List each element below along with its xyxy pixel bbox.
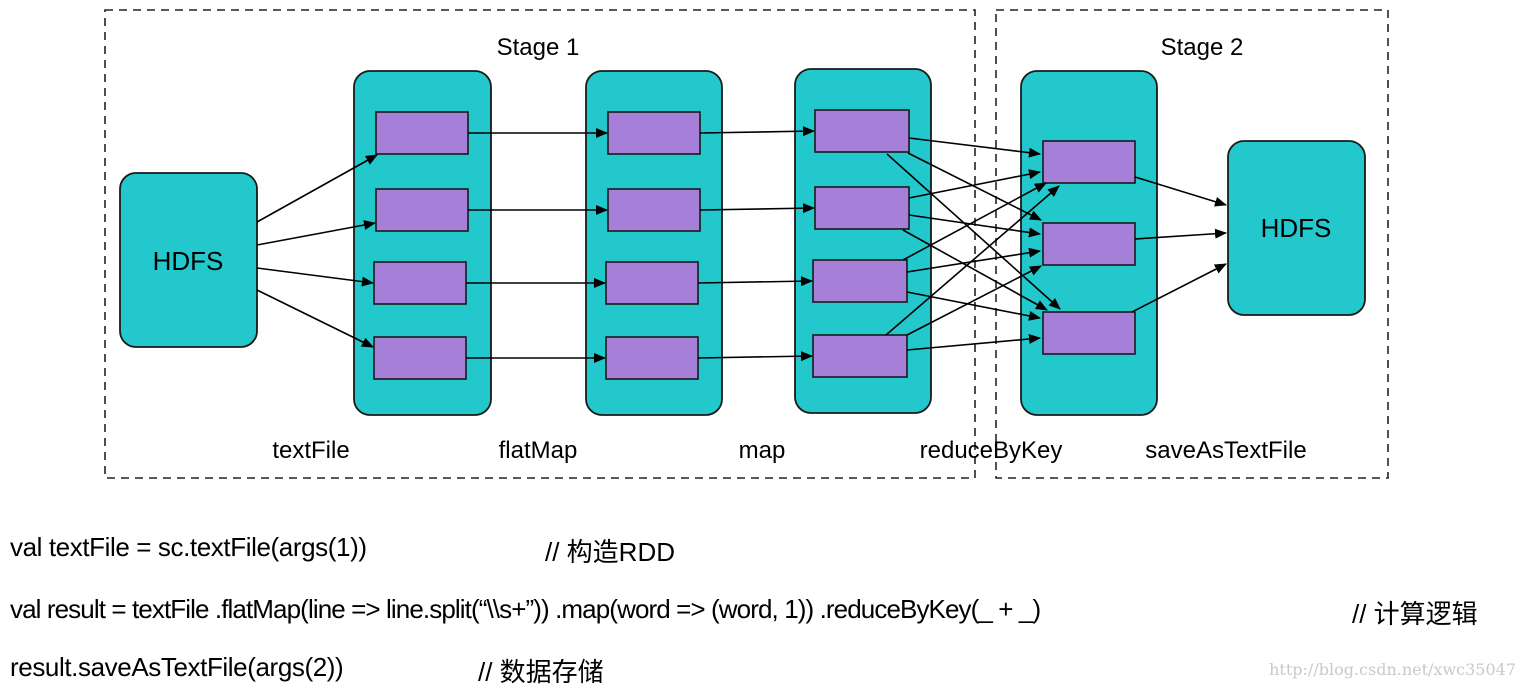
edge-shuffle-m3-r1 bbox=[902, 182, 1047, 261]
op-label-reducebykey: reduceByKey bbox=[920, 437, 1063, 464]
edge-shuffle-m4-r1 bbox=[885, 185, 1060, 336]
edge-shuffle-m2-r2 bbox=[908, 214, 1041, 238]
op-label-flatmap: flatMap bbox=[499, 437, 578, 464]
edge-shuffle-m1-r3 bbox=[886, 153, 1061, 310]
op-label-textfile: textFile bbox=[272, 437, 349, 464]
sink-hdfs-label: HDFS bbox=[1261, 213, 1332, 243]
edge-flatmap-map-1 bbox=[699, 126, 815, 137]
code-line-3: result.saveAsTextFile(args(2)) bbox=[10, 652, 344, 682]
code-comment-1: // 构造RDD bbox=[545, 537, 676, 567]
edge-flatmap-map-4 bbox=[697, 351, 813, 362]
edge-shuffle-m3-r2 bbox=[906, 247, 1041, 273]
edge-hdfs-textfile-4 bbox=[256, 289, 374, 348]
partition-flatmap-4 bbox=[605, 336, 699, 380]
edge-reduce-hdfs-1 bbox=[1134, 176, 1227, 207]
edge-hdfs-textfile-2 bbox=[256, 220, 376, 246]
source-hdfs-label: HDFS bbox=[153, 246, 224, 276]
partition-map-4 bbox=[812, 334, 908, 378]
edge-shuffle-m2-r3 bbox=[902, 229, 1048, 311]
partition-map-1 bbox=[814, 109, 910, 153]
partition-textfile-3 bbox=[373, 261, 467, 305]
edge-reduce-hdfs-3 bbox=[1131, 263, 1227, 313]
partition-flatmap-3 bbox=[605, 261, 699, 305]
partition-flatmap-1 bbox=[607, 111, 701, 155]
partition-reducebykey-2 bbox=[1042, 222, 1136, 266]
edge-shuffle-m1-r2 bbox=[907, 152, 1042, 221]
code-comment-2: // 计算逻辑 bbox=[1352, 599, 1478, 629]
edge-hdfs-textfile-3 bbox=[256, 267, 374, 287]
partition-textfile-4 bbox=[373, 336, 467, 380]
stage-1-title: Stage 1 bbox=[497, 34, 580, 61]
rdd-textfile-container bbox=[353, 70, 492, 416]
stage-2-title: Stage 2 bbox=[1161, 34, 1244, 61]
partition-textfile-2 bbox=[375, 188, 469, 232]
edge-reduce-hdfs-2 bbox=[1134, 228, 1227, 240]
stage-2-boundary bbox=[995, 9, 1389, 479]
op-label-map: map bbox=[739, 437, 786, 464]
partition-flatmap-2 bbox=[607, 188, 701, 232]
stage-1-boundary bbox=[104, 9, 976, 479]
code-line-2: val result = textFile .flatMap(line => l… bbox=[10, 594, 1041, 624]
partition-reducebykey-1 bbox=[1042, 140, 1136, 184]
source-hdfs-node: HDFS bbox=[119, 172, 258, 348]
edge-shuffle-m2-r1 bbox=[908, 169, 1041, 199]
edge-hdfs-textfile-1 bbox=[256, 154, 378, 223]
sink-hdfs-node: HDFS bbox=[1227, 140, 1366, 316]
rdd-map-container bbox=[794, 68, 932, 414]
edge-shuffle-m4-r2 bbox=[906, 265, 1042, 336]
edge-shuffle-m3-r3 bbox=[906, 291, 1041, 321]
code-comment-3: // 数据存储 bbox=[478, 657, 604, 687]
partition-map-3 bbox=[812, 259, 908, 303]
edge-flatmap-map-2 bbox=[699, 203, 815, 214]
partition-reducebykey-3 bbox=[1042, 311, 1136, 355]
partition-map-2 bbox=[814, 186, 910, 230]
watermark: http://blog.csdn.net/xwc35047 bbox=[1269, 660, 1516, 679]
op-label-saveastextfile: saveAsTextFile bbox=[1145, 437, 1306, 464]
partition-textfile-1 bbox=[375, 111, 469, 155]
spark-dag-diagram: Stage 1 Stage 2 HDFS HDFS bbox=[104, 9, 1389, 479]
edge-shuffle-m1-r1 bbox=[908, 137, 1041, 158]
rdd-flatmap-container bbox=[585, 70, 723, 416]
edge-shuffle-m4-r3 bbox=[906, 334, 1041, 351]
code-line-1: val textFile = sc.textFile(args(1)) bbox=[10, 532, 367, 562]
edge-flatmap-map-3 bbox=[697, 276, 813, 287]
